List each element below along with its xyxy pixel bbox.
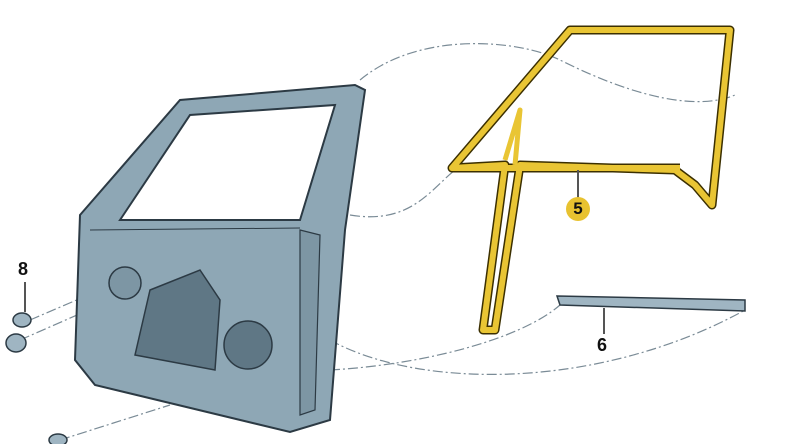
- clip: [48, 433, 68, 444]
- assembly-line: [329, 309, 746, 375]
- leader-lines: [24, 170, 605, 334]
- assembly-line: [329, 304, 561, 371]
- callout-6: 6: [597, 335, 608, 355]
- assembly-line: [59, 404, 171, 441]
- callout-8: 8: [18, 259, 29, 279]
- clips-part-8: [5, 312, 68, 444]
- callout-5-badge: 5: [566, 197, 590, 221]
- door-shell: [73, 83, 367, 434]
- assembly-line: [349, 169, 456, 218]
- clip: [5, 333, 27, 353]
- clip: [12, 312, 32, 328]
- assembly-line: [359, 43, 736, 103]
- window-seal-part-5: [447, 25, 735, 335]
- trim-strip-part-6: [555, 295, 746, 312]
